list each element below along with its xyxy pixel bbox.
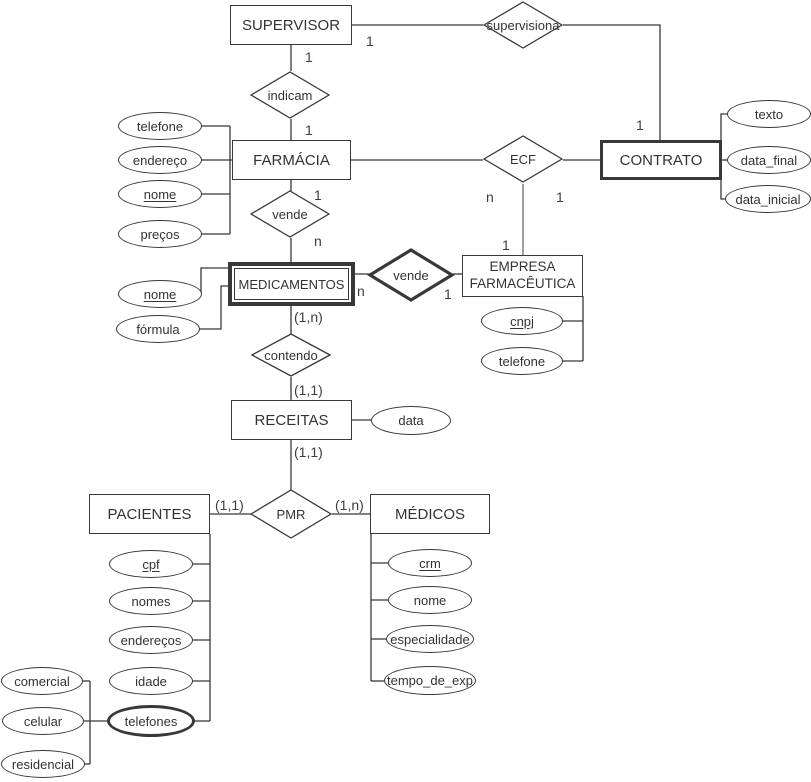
diamond-shape: [483, 135, 563, 183]
entity-pacientes[interactable]: PACIENTES: [89, 494, 210, 534]
relationship-vende-farmacia-label: vende: [272, 206, 308, 222]
diamond-shape: [250, 71, 330, 119]
cardinality-ecf-contrato: 1: [556, 189, 564, 205]
relationship-vende-empresa[interactable]: vende: [367, 247, 455, 303]
cardinality-indicam-farmacia: 1: [305, 122, 313, 138]
cardinality-medicamentos-vende2: n: [357, 283, 365, 299]
entity-farmacia[interactable]: FARMÁCIA: [232, 140, 351, 180]
relationship-contendo-label: contendo: [264, 347, 318, 363]
attribute-telefones-comercial[interactable]: comercial: [1, 667, 83, 695]
cardinality-vende2-empresa: 1: [444, 286, 452, 302]
relationship-ecf-label: ECF: [510, 151, 536, 167]
connector-medicamentos-nome: [200, 267, 229, 293]
attribute-pacientes-nomes[interactable]: nomes: [109, 587, 193, 615]
entity-medicos-label: MÉDICOS: [394, 505, 465, 523]
entity-supervisor-label: SUPERVISOR: [241, 16, 341, 34]
cardinality-contendo-receitas: (1,1): [294, 382, 323, 398]
attribute-pacientes-telefones-multivalued[interactable]: telefones: [107, 705, 195, 737]
diamond-shape: [250, 190, 330, 238]
attribute-farmacia-telefone[interactable]: telefone: [118, 112, 202, 140]
relationship-indicam[interactable]: indicam: [250, 71, 330, 119]
cardinality-farmacia-vende: 1: [314, 187, 322, 203]
entity-receitas[interactable]: RECEITAS: [231, 400, 352, 440]
attribute-farmacia-precos[interactable]: preços: [118, 220, 202, 248]
attribute-farmacia-nome-key[interactable]: nome: [118, 180, 202, 208]
cardinality-pmr-medicos: (1,n): [335, 497, 364, 513]
attribute-telefones-residencial[interactable]: residencial: [1, 750, 85, 778]
relationship-supervisiona-label: supervisiona: [486, 17, 560, 33]
attribute-receitas-data[interactable]: data: [371, 406, 451, 435]
attribute-medicos-nome[interactable]: nome: [388, 586, 472, 614]
attribute-pacientes-enderecos[interactable]: endereços: [109, 626, 193, 654]
cardinality-supervisor-indicam: 1: [305, 49, 313, 65]
entity-pacientes-label: PACIENTES: [107, 505, 192, 523]
attribute-medicos-especialidade[interactable]: especialidade: [386, 625, 474, 653]
cardinality-receitas-pmr: (1,1): [294, 444, 323, 460]
diamond-shape: [250, 489, 332, 539]
entity-supervisor[interactable]: SUPERVISOR: [230, 5, 352, 45]
diamond-shape-bold: [367, 248, 455, 302]
attribute-telefones-celular[interactable]: celular: [2, 707, 84, 735]
entity-contrato[interactable]: CONTRATO: [600, 140, 722, 180]
connector-contrato-texto: [720, 113, 727, 141]
entity-empresa-farmaceutica-label: EMPRESA FARMACÊUTICA: [469, 259, 576, 291]
attribute-farmacia-endereco[interactable]: endereço: [118, 146, 202, 174]
attribute-medicos-tempo-de-exp[interactable]: tempo_de_exp: [384, 666, 476, 695]
attribute-contrato-data-inicial[interactable]: data_inicial: [725, 185, 811, 213]
attribute-medicamentos-nome-key[interactable]: nome: [118, 280, 202, 308]
relationship-vende-empresa-label: vende: [393, 267, 429, 283]
connector-supervisiona-contrato: [563, 24, 661, 140]
connector-medicamentos-formula: [199, 285, 229, 330]
entity-medicamentos[interactable]: MEDICAMENTOS: [228, 262, 355, 306]
cardinality-vende-medicamentos: n: [314, 233, 322, 249]
attribute-medicamentos-formula[interactable]: fórmula: [116, 315, 200, 343]
attribute-empresa-cnpj-key[interactable]: cnpj: [481, 307, 563, 335]
relationship-supervisiona[interactable]: supervisiona: [483, 1, 563, 49]
entity-empresa-farmaceutica[interactable]: EMPRESA FARMACÊUTICA: [462, 255, 583, 297]
relationship-pmr-label: PMR: [276, 506, 306, 522]
attribute-pacientes-idade[interactable]: idade: [109, 667, 193, 695]
relationship-ecf[interactable]: ECF: [483, 135, 563, 183]
diamond-shape: [251, 333, 331, 377]
attribute-empresa-telefone[interactable]: telefone: [481, 347, 563, 375]
attribute-medicos-crm-key[interactable]: crm: [388, 549, 472, 577]
cardinality-supervisiona-contrato: 1: [636, 117, 644, 133]
relationship-indicam-label: indicam: [267, 87, 313, 103]
attribute-contrato-data-final[interactable]: data_final: [727, 146, 811, 174]
attribute-contrato-texto[interactable]: texto: [727, 100, 811, 128]
cardinality-pacientes-pmr: (1,1): [215, 497, 244, 513]
cardinality-ecf-farmacia: n: [486, 189, 494, 205]
relationship-contendo[interactable]: contendo: [251, 333, 331, 377]
cardinality-medicamentos-contendo: (1,n): [294, 309, 323, 325]
relationship-vende-farmacia[interactable]: vende: [250, 190, 330, 238]
attribute-pacientes-cpf-key[interactable]: cpf: [109, 550, 193, 578]
entity-medicos[interactable]: MÉDICOS: [370, 494, 490, 534]
entity-contrato-label: CONTRATO: [619, 151, 703, 169]
cardinality-ecf-empresa: 1: [502, 237, 510, 253]
diamond-shape: [483, 1, 563, 49]
entity-farmacia-label: FARMÁCIA: [253, 151, 330, 169]
cardinality-supervisor-supervisiona: 1: [366, 33, 374, 49]
entity-medicamentos-label: MEDICAMENTOS: [238, 276, 345, 292]
entity-receitas-label: RECEITAS: [254, 411, 329, 429]
relationship-pmr[interactable]: PMR: [250, 489, 332, 539]
